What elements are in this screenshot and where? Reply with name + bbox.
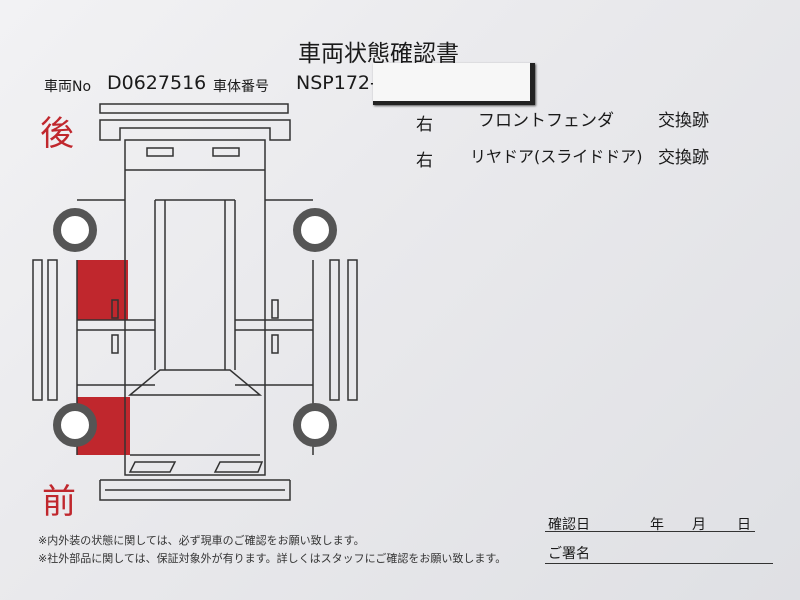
remark-1-side: 右 (416, 115, 433, 135)
vehicle-no-label: 車両No (44, 79, 92, 95)
side-panels (76, 199, 314, 455)
month-label: 月 (692, 517, 706, 533)
signature-line (545, 563, 773, 564)
note-1: ※内外装の状態に関しては、必ず現車のご確認をお願い致します。 (38, 534, 365, 547)
rear-bumper (99, 119, 291, 141)
door-handle-right (271, 299, 279, 319)
remark-2-side: 右 (416, 151, 433, 171)
roof-and-hood (125, 169, 265, 456)
wheel-rear-left (53, 208, 97, 252)
signature-label: ご署名 (548, 546, 590, 562)
headlamps (128, 461, 264, 473)
document-title: 車両状態確認書 (298, 41, 459, 67)
wheel-front-left (53, 403, 97, 447)
chassis-label: 車体番号 (213, 79, 269, 95)
side-step-left-inner (47, 259, 58, 401)
chassis-no: NSP172- (296, 72, 377, 94)
door-handle-left-2 (111, 334, 119, 354)
front-label: 前 (42, 482, 76, 522)
remark-1-status: 交換跡 (658, 111, 709, 131)
rear-label: 後 (40, 114, 74, 154)
remark-1-part: フロントフェンダ (478, 111, 614, 131)
vehicle-no: D0627516 (107, 72, 207, 94)
redaction-sticker (373, 63, 535, 105)
day-label: 日 (737, 517, 751, 533)
front-bumper (99, 479, 291, 501)
remark-2-status: 交換跡 (658, 148, 709, 168)
date-line (545, 531, 755, 532)
side-step-right-inner (329, 259, 340, 401)
remark-2-part: リヤドア(スライドドア) (470, 147, 643, 166)
tail-lamp-left (146, 147, 174, 157)
wheel-front-right (293, 403, 337, 447)
rear-bumper-part (99, 103, 289, 114)
door-handle-left (111, 299, 119, 319)
year-label: 年 (650, 517, 664, 533)
body-outline (124, 139, 266, 476)
door-handle-right-2 (271, 334, 279, 354)
note-2: ※社外部品に関しては、保証対象外が有ります。詳しくはスタッフにご確認をお願い致し… (38, 552, 507, 565)
side-step-left-outer (32, 259, 43, 401)
tail-lamp-right (212, 147, 240, 157)
side-step-right-outer (347, 259, 358, 401)
confirm-date-label: 確認日 (548, 517, 590, 533)
damage-mark-rear-door (77, 260, 128, 320)
wheel-rear-right (293, 208, 337, 252)
